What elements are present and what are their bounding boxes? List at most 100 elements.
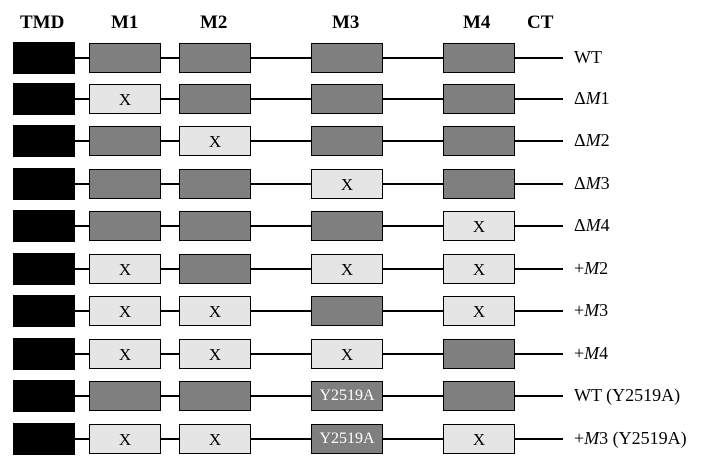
construct-label-label: WT	[574, 385, 602, 405]
module-m3-present	[311, 43, 383, 73]
module-m1-present	[89, 169, 161, 199]
module-m3-present	[311, 84, 383, 114]
construct-label: ΔM4	[574, 215, 610, 237]
header-m4: M4	[463, 12, 491, 33]
module-m1-present	[89, 43, 161, 73]
construct-row: X ΔM2	[0, 125, 725, 157]
construct-label: +M2	[574, 258, 608, 280]
tmd-block	[13, 168, 75, 200]
module-m4-deleted: X	[443, 424, 515, 454]
construct-label-suffix: (Y2519A)	[601, 385, 681, 405]
tmd-block	[13, 83, 75, 115]
module-m2-present	[179, 381, 251, 411]
module-m4-deleted: X	[443, 254, 515, 284]
module-m2-present	[179, 84, 251, 114]
tmd-block	[13, 380, 75, 412]
construct-label-label: 3	[599, 428, 609, 448]
module-m1-present	[89, 211, 161, 241]
module-m4-present	[443, 339, 515, 369]
tmd-block	[13, 42, 75, 74]
tmd-block	[13, 338, 75, 370]
construct-row: X ΔM3	[0, 168, 725, 200]
header-m2: M2	[200, 12, 228, 33]
construct-label-var: M	[585, 215, 601, 235]
module-m1-present	[89, 381, 161, 411]
construct-label: +M3 (Y2519A)	[574, 428, 687, 450]
construct-label-label: 4	[600, 215, 610, 235]
module-m3-present	[311, 296, 383, 326]
construct-label-prefix: +	[574, 300, 585, 320]
construct-label-label: 3	[600, 173, 610, 193]
module-m4-present	[443, 84, 515, 114]
module-m2-deleted: X	[179, 296, 251, 326]
construct-label-var: M	[585, 130, 601, 150]
module-m2-present	[179, 211, 251, 241]
module-m2-deleted: X	[179, 126, 251, 156]
module-m3-deleted: X	[311, 339, 383, 369]
module-m3-present	[311, 126, 383, 156]
module-m2-deleted: X	[179, 339, 251, 369]
module-m2-deleted: X	[179, 424, 251, 454]
construct-label-prefix: Δ	[574, 173, 586, 193]
module-m3-mutant: Y2519A	[311, 424, 383, 454]
module-m1-deleted: X	[89, 254, 161, 284]
construct-label-var: M	[584, 300, 600, 320]
module-m4-present	[443, 43, 515, 73]
module-m4-present	[443, 126, 515, 156]
construct-label: +M3	[574, 300, 608, 322]
construct-label: WT	[574, 47, 602, 69]
module-m1-deleted: X	[89, 424, 161, 454]
module-m2-present	[179, 43, 251, 73]
header-m3: M3	[332, 12, 360, 33]
module-m1-deleted: X	[89, 84, 161, 114]
header-tmd: TMD	[20, 12, 65, 33]
module-m4-deleted: X	[443, 211, 515, 241]
module-m1-deleted: X	[89, 296, 161, 326]
construct-label-label: 2	[599, 258, 609, 278]
construct-label-label: 1	[600, 88, 610, 108]
construct-label-prefix: +	[574, 258, 585, 278]
module-m3-deleted: X	[311, 254, 383, 284]
module-m1-deleted: X	[89, 339, 161, 369]
construct-label-label: 2	[600, 130, 610, 150]
construct-label: +M4	[574, 343, 608, 365]
construct-row: WT	[0, 42, 725, 74]
construct-label: ΔM3	[574, 173, 610, 195]
module-m1-present	[89, 126, 161, 156]
module-m3-deleted: X	[311, 169, 383, 199]
construct-row: X ΔM1	[0, 83, 725, 115]
tmd-block	[13, 210, 75, 242]
tmd-block	[13, 295, 75, 327]
construct-row: X ΔM4	[0, 210, 725, 242]
construct-label: ΔM2	[574, 130, 610, 152]
module-m2-present	[179, 254, 251, 284]
construct-label-var: M	[585, 173, 601, 193]
construct-label-var: M	[584, 258, 600, 278]
module-m4-present	[443, 169, 515, 199]
construct-label-prefix: Δ	[574, 215, 586, 235]
construct-row: Y2519A WT (Y2519A)	[0, 380, 725, 412]
construct-label: ΔM1	[574, 88, 610, 110]
construct-label-label: 4	[599, 343, 609, 363]
construct-label-var: M	[585, 88, 601, 108]
construct-label-prefix: +	[574, 428, 585, 448]
module-m4-present	[443, 381, 515, 411]
module-m3-present	[311, 211, 383, 241]
tmd-block	[13, 125, 75, 157]
header-m1: M1	[111, 12, 139, 33]
construct-label-var: M	[584, 343, 600, 363]
construct-label-prefix: Δ	[574, 130, 586, 150]
construct-label-prefix: +	[574, 343, 585, 363]
construct-row: X X X +M2	[0, 253, 725, 285]
construct-label-prefix: Δ	[574, 88, 586, 108]
construct-label-label: 3	[599, 300, 609, 320]
construct-label: WT (Y2519A)	[574, 385, 680, 407]
module-m3-mutant: Y2519A	[311, 381, 383, 411]
tmd-block	[13, 253, 75, 285]
construct-label-var: M	[584, 428, 600, 448]
tmd-block	[13, 423, 75, 455]
